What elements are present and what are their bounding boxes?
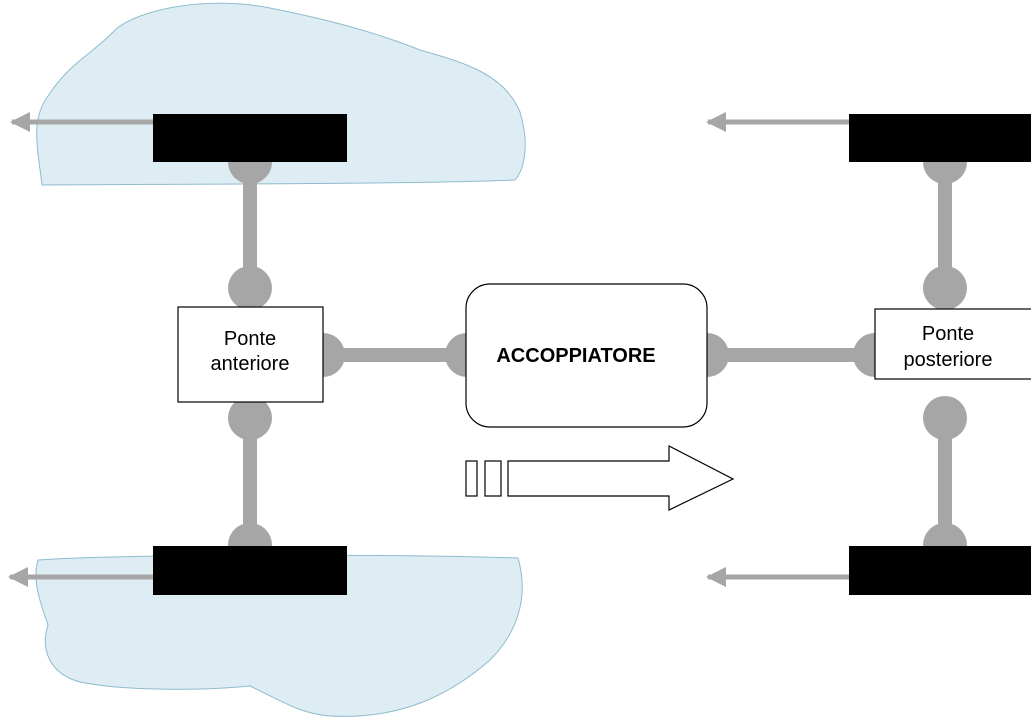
coupler-label: ACCOPPIATORE	[496, 345, 655, 367]
wheel-icon	[153, 546, 347, 595]
joint	[923, 266, 967, 310]
joint	[228, 396, 272, 440]
front-axle-box: Ponte anteriore	[177, 306, 324, 403]
wheels	[153, 114, 1031, 595]
motion-arrows	[8, 112, 850, 587]
rear-axle-box: Ponte posteriore	[874, 308, 1031, 380]
joint	[228, 266, 272, 310]
joint	[923, 396, 967, 440]
ice-patch-front-right	[35, 554, 523, 717]
wheel-icon	[153, 114, 347, 162]
front-axle-label-line1: Ponte	[224, 328, 276, 350]
torque-flow-arrow-icon	[465, 445, 735, 511]
front-axle-label-line2: anteriore	[211, 353, 290, 375]
wheel-icon	[849, 546, 1031, 595]
wheel-icon	[849, 114, 1031, 162]
coupler-box: ACCOPPIATORE	[465, 283, 708, 428]
rear-axle-label-line1: Ponte	[922, 323, 974, 345]
rear-axle-label-line2: posteriore	[904, 349, 993, 371]
